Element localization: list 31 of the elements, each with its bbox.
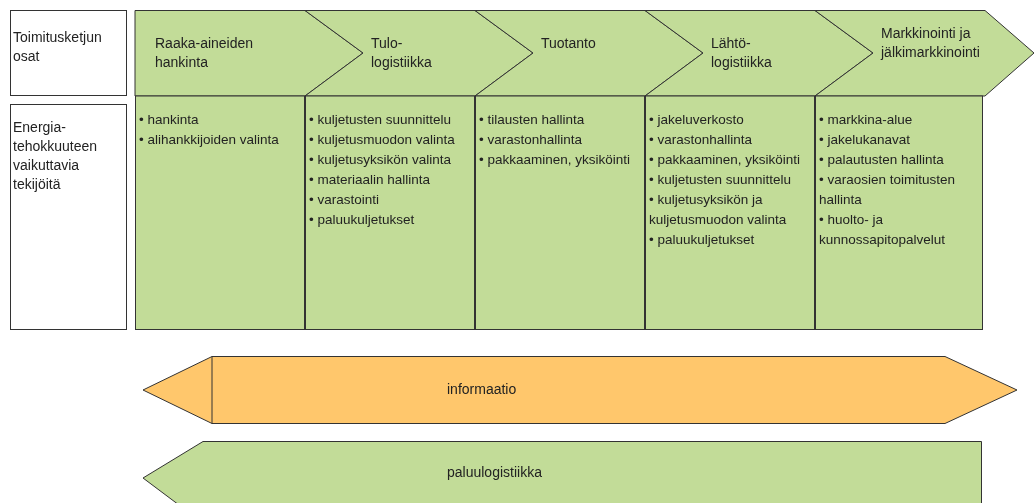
list-item: • alihankkijoiden valinta (139, 131, 280, 149)
list-item: • jakeluverkosto (649, 111, 745, 129)
list-item: • materiaalin hallinta (309, 171, 432, 189)
band-label: informaatio (447, 380, 518, 399)
list-item: • varastonhallinta (479, 131, 584, 149)
list-item: • markkina-alue (819, 111, 914, 129)
list-item: • pakkaaminen, yksiköinti (649, 151, 802, 169)
list-item: • paluukuljetukset (649, 231, 756, 249)
step-title: Raaka-aineiden hankinta (155, 34, 255, 72)
list-item: • varastonhallinta (649, 131, 754, 149)
step-title: Lähtö- logistiikka (711, 34, 773, 72)
list-item: • paluukuljetukset (309, 211, 416, 229)
list-item: • kuljetusten suunnittelu (309, 111, 453, 129)
list-item: • kuljetusyksikön valinta (309, 151, 453, 169)
list-item: • hankinta (139, 111, 200, 129)
list-item: • varaosien toimitusten hallinta (819, 171, 957, 209)
band-label: paluulogistiikka (447, 463, 543, 482)
row-header-text: Energia- tehokkuuteen vaikuttavia tekijöitä (13, 118, 99, 194)
step-title: Markkinointi ja jälkimarkkinointi (881, 24, 981, 62)
list-item: • jakelukanavat (819, 131, 912, 149)
list-item: • kuljetusyksikön ja kuljetusmuodon valinta (649, 191, 788, 229)
list-item: • palautusten hallinta (819, 151, 945, 169)
list-item: • varastointi (309, 191, 380, 209)
list-item: • pakkaaminen, yksiköinti (479, 151, 632, 169)
list-item: • kuljetusten suunnittelu (649, 171, 793, 189)
list-item: • kuljetusmuodon valinta (309, 131, 456, 149)
step-title: Tuotanto (541, 34, 597, 53)
list-item: • huolto- ja kunnossapitopalvelut (819, 211, 947, 249)
list-item: • tilausten hallinta (479, 111, 586, 129)
step-title: Tulo- logistiikka (371, 34, 433, 72)
row-header-text: Toimitusketjun osat (13, 28, 103, 66)
